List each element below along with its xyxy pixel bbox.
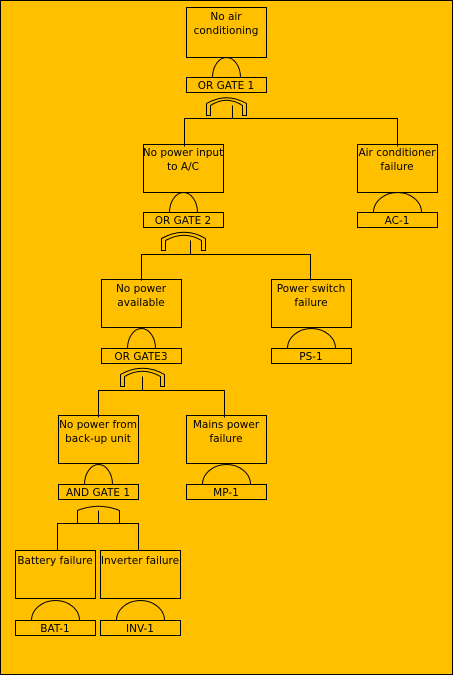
basic-event-circle-bat1 (31, 600, 80, 621)
event-mains-power-failure[interactable] (186, 415, 267, 464)
gate-or1-label: OR GATE 1 (198, 80, 254, 92)
event-no-power-backup[interactable] (58, 415, 139, 464)
gate-or2[interactable] (143, 212, 224, 228)
event-battery-failure[interactable] (15, 550, 96, 599)
basic-event-circle-mp1 (202, 464, 251, 485)
connector-or1 (184, 105, 398, 147)
transfer-arc-no-power-input (169, 192, 198, 213)
event-power-switch-failure-line2: failure (294, 297, 327, 309)
gate-or1[interactable] (186, 77, 267, 93)
connector-or2 (141, 240, 311, 281)
gate-and1[interactable] (58, 484, 139, 500)
event-no-power-backup-line1: No power from (59, 419, 137, 431)
event-no-power-input-line2: to A/C (167, 161, 199, 173)
transfer-arc-no-power-available (127, 328, 156, 349)
event-top-line1: No air (210, 11, 242, 23)
or-gate-1-symbol (206, 97, 247, 116)
basic-event-circle-ps1 (287, 328, 336, 349)
gate-and1-label: AND GATE 1 (66, 487, 130, 499)
basic-event-ac1-label: AC-1 (385, 215, 410, 227)
basic-event-inv1[interactable] (100, 620, 181, 636)
basic-event-inv1-label: INV-1 (126, 623, 154, 635)
event-no-power-available-line2: available (117, 297, 164, 309)
or-gate-3-symbol (120, 367, 165, 387)
basic-event-bat1[interactable] (15, 620, 96, 636)
connector-or3 (98, 376, 225, 418)
event-top-line2: conditioning (194, 25, 259, 37)
basic-event-mp1-label: MP-1 (213, 487, 239, 499)
basic-event-ps1[interactable] (271, 348, 352, 364)
event-mains-power-failure-line1: Mains power (193, 419, 260, 431)
event-no-power-input-line1: No power input (143, 147, 223, 159)
transfer-arc-no-power-backup (84, 464, 113, 485)
event-inverter-failure-line1: Inverter failure (101, 555, 179, 567)
transfer-arc-top (212, 57, 241, 78)
event-no-power-available[interactable] (101, 279, 182, 328)
gate-or3-label: OR GATE3 (114, 351, 167, 363)
event-ac-failure-line2: failure (380, 161, 413, 173)
basic-event-bat1-label: BAT-1 (40, 623, 70, 635)
basic-event-ac1[interactable] (357, 212, 438, 228)
basic-event-circle-inv1 (116, 600, 165, 621)
event-no-power-backup-line2: back-up unit (65, 433, 131, 445)
event-power-switch-failure[interactable] (271, 279, 352, 328)
gate-or3[interactable] (101, 348, 182, 364)
event-inverter-failure[interactable] (100, 550, 181, 599)
event-mains-power-failure-line2: failure (209, 433, 242, 445)
basic-event-circle-ac1 (373, 192, 422, 213)
gate-or2-label: OR GATE 2 (155, 215, 211, 227)
event-battery-failure-line1: Battery failure (17, 555, 92, 567)
basic-event-ps1-label: PS-1 (299, 351, 322, 363)
basic-event-mp1[interactable] (186, 484, 267, 500)
or-gate-2-symbol (161, 231, 206, 251)
event-no-power-available-line1: No power (116, 283, 167, 295)
event-ac-failure-line1: Air conditioner (358, 147, 436, 159)
connector-and1 (57, 523, 139, 551)
and-gate-1-symbol (77, 505, 120, 524)
event-power-switch-failure-line1: Power switch (277, 283, 346, 295)
